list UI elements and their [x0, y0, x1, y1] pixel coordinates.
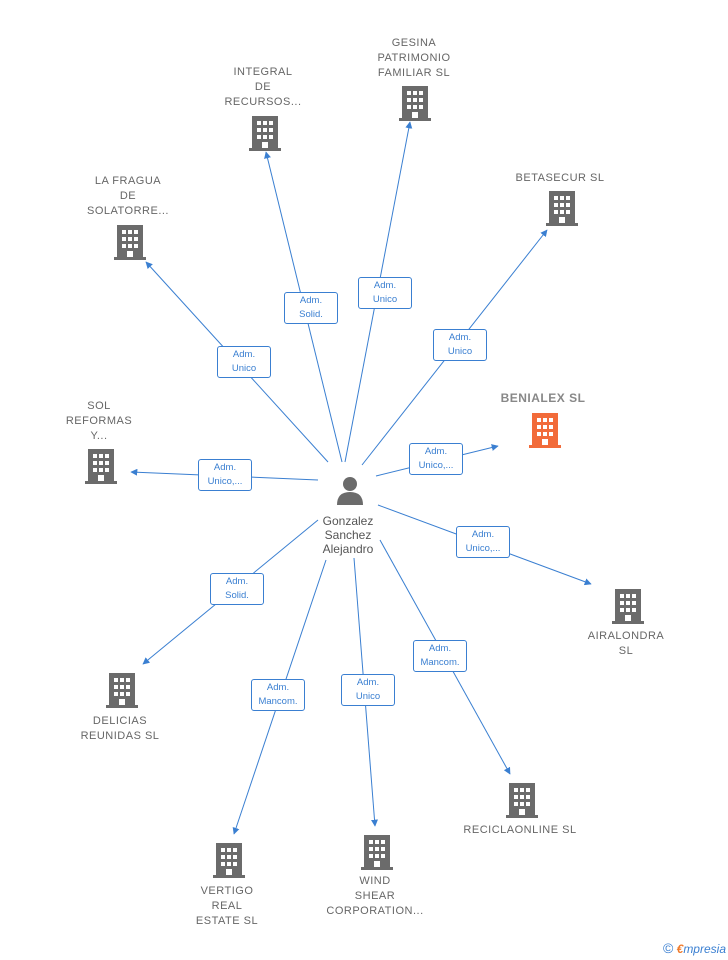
building-icon[interactable]: [106, 673, 138, 708]
building-icon[interactable]: [249, 116, 281, 151]
company-label-vertigo[interactable]: VERTIGO REAL ESTATE SL: [195, 885, 259, 927]
brand-name: mpresia: [683, 942, 726, 956]
building-icon[interactable]: [399, 86, 431, 121]
role-badge-vertigo[interactable]: Adm. Mancom.: [251, 679, 305, 711]
company-label-airalondra[interactable]: AIRALONDRA SL: [587, 630, 665, 657]
role-badge-integral[interactable]: Adm. Solid.: [284, 292, 338, 324]
role-badge-betasecur[interactable]: Adm. Unico: [433, 329, 487, 361]
building-icon[interactable]: [361, 835, 393, 870]
company-label-windshear[interactable]: WIND SHEAR CORPORATION...: [326, 875, 424, 917]
company-label-integral[interactable]: INTEGRAL DE RECURSOS...: [224, 66, 302, 108]
copyright-icon: ©: [662, 940, 674, 956]
building-icon[interactable]: [114, 225, 146, 260]
center-person-name[interactable]: Gonzalez Sanchez Alejandro: [322, 514, 374, 556]
role-badge-airalondra[interactable]: Adm. Unico,...: [456, 526, 510, 558]
role-badge-delicias[interactable]: Adm. Solid.: [210, 573, 264, 605]
company-label-betasecur[interactable]: BETASECUR SL: [515, 172, 605, 184]
role-badge-reciclaonline[interactable]: Adm. Mancom.: [413, 640, 467, 672]
company-label-solreformas[interactable]: SOL REFORMAS Y...: [65, 400, 133, 442]
company-label-reciclaonline[interactable]: RECICLAONLINE SL: [463, 824, 577, 836]
company-label-lafragua[interactable]: LA FRAGUA DE SOLATORRE...: [86, 175, 169, 217]
company-label-gesina[interactable]: GESINA PATRIMONIO FAMILIAR SL: [377, 37, 451, 79]
brand-logo-letter: €: [676, 942, 684, 956]
building-icon[interactable]: [529, 413, 561, 448]
building-icon[interactable]: [506, 783, 538, 818]
building-icon[interactable]: [213, 843, 245, 878]
company-label-benialex[interactable]: BENIALEX SL: [500, 391, 586, 405]
person-icon: [337, 477, 363, 505]
role-badge-windshear[interactable]: Adm. Unico: [341, 674, 395, 706]
role-badge-lafragua[interactable]: Adm. Unico: [217, 346, 271, 378]
building-icon[interactable]: [546, 191, 578, 226]
footer-brand: © €mpresia: [663, 940, 726, 956]
role-badge-gesina[interactable]: Adm. Unico: [358, 277, 412, 309]
company-label-delicias[interactable]: DELICIAS REUNIDAS SL: [80, 715, 160, 742]
building-icon[interactable]: [85, 449, 117, 484]
role-badge-benialex[interactable]: Adm. Unico,...: [409, 443, 463, 475]
building-icon[interactable]: [612, 589, 644, 624]
role-badge-solreformas[interactable]: Adm. Unico,...: [198, 459, 252, 491]
